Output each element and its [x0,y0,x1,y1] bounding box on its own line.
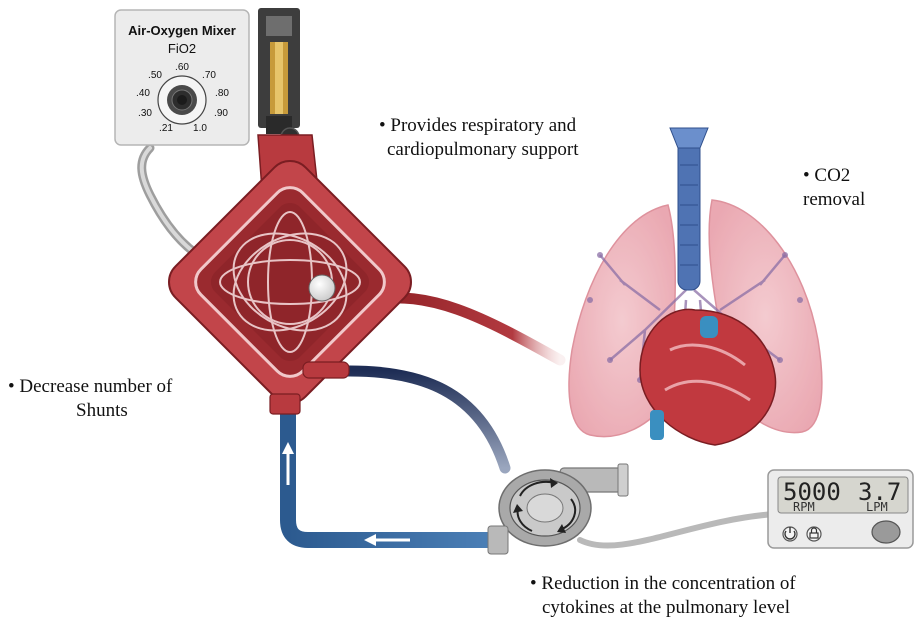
console-control-knob[interactable] [872,521,900,543]
air-oxygen-mixer: Air-Oxygen Mixer FiO2 .50 .60 .70 .40 .8… [115,10,249,145]
larynx [670,128,708,148]
dial-label: .80 [215,88,229,99]
caption-cytokines: • Reduction in the concentration of cyto… [530,572,796,620]
aorta [700,316,718,338]
dial-label: .90 [214,108,228,119]
caption-support: • Provides respiratory and cardiopulmona… [379,114,579,162]
fio2-dial[interactable] [158,76,206,124]
venous-drainage-tube [345,371,505,468]
power-icon[interactable] [783,527,797,541]
caption-co2: • CO2 removal [803,164,915,212]
dial-label: .60 [175,62,189,73]
rpm-unit: RPM [793,500,815,514]
trachea [678,140,700,290]
mixer-title: Air-Oxygen Mixer [128,23,236,38]
caption-shunts-line-1: • Decrease number of [8,375,172,399]
vena-cava [650,410,664,440]
dial-label: .70 [202,70,216,81]
pump-to-oxygenator-tube [288,410,490,540]
dial-label: .40 [136,88,150,99]
caption-shunts-line-2: Shunts [8,399,172,423]
pump-console: 5000 RPM 3.7 LPM [768,470,913,548]
caption-shunts: • Decrease number of Shunts [8,375,172,423]
caption-support-line-1: • Provides respiratory and [379,114,579,138]
caption-cytokines-line-2: cytokines at the pulmonary level [530,596,796,620]
dial-label: .30 [138,108,152,119]
oxygenated-blood-tube [370,298,560,360]
centrifugal-pump [488,464,628,554]
lungs-and-heart [569,128,822,445]
pump-cable [580,514,775,546]
caption-cytokines-line-1: • Reduction in the concentration of [530,572,796,596]
caption-support-line-2: cardiopulmonary support [379,138,579,162]
mixer-fio2-label: FiO2 [168,41,196,56]
lock-icon[interactable] [807,527,821,541]
flow-unit: LPM [866,500,888,514]
dial-label: .21 [159,123,173,134]
dial-label: 1.0 [193,123,207,134]
flowmeter [258,8,300,146]
dial-label: .50 [148,70,162,81]
